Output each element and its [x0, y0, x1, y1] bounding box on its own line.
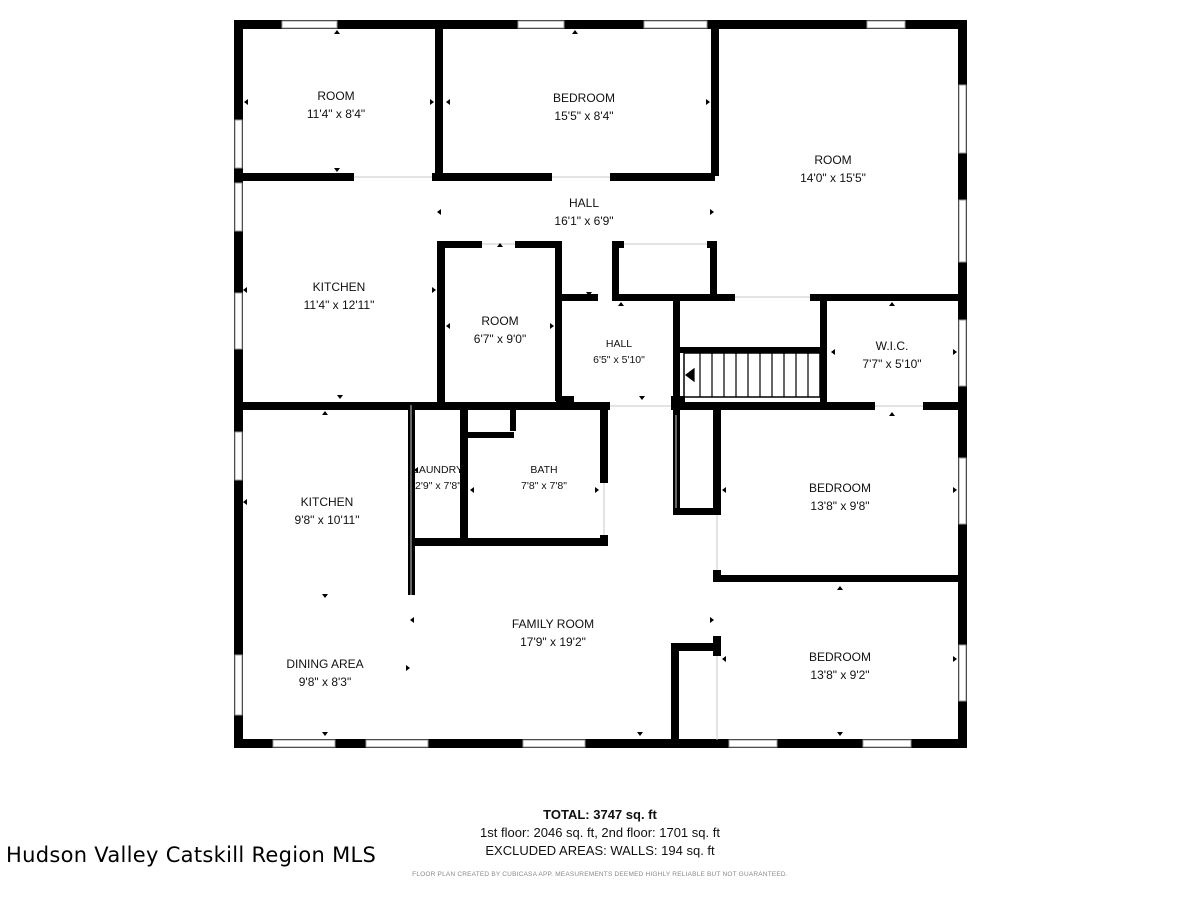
- exterior-walls: [234, 20, 967, 748]
- room-dimensions: 15'5" x 8'4": [554, 109, 614, 123]
- room-dimensions: 11'4" x 12'11": [303, 298, 375, 312]
- mls-watermark: Hudson Valley Catskill Region MLS: [6, 843, 377, 867]
- room-name: BEDROOM: [552, 91, 616, 105]
- room-dimensions: 6'5" x 5'10": [593, 354, 645, 366]
- total-area: TOTAL: 3747 sq. ft: [543, 807, 657, 822]
- room-name: HALL: [605, 338, 633, 350]
- room-name: W.I.C.: [875, 339, 909, 353]
- room-name: KITCHEN: [312, 280, 366, 294]
- room-name: ROOM: [317, 89, 355, 103]
- disclaimer-text: FLOOR PLAN CREATED BY CUBICASA APP. MEAS…: [412, 871, 788, 878]
- windows: [234, 20, 967, 748]
- room-label: BEDROOM 15'5" x 8'4": [553, 89, 615, 125]
- room-name: HALL: [568, 196, 600, 210]
- room-label: BATH 7'8" x 7'8": [521, 462, 567, 494]
- room-name: LAUNDRY: [413, 464, 463, 476]
- room-name: KITCHEN: [300, 495, 354, 509]
- room-label: FAMILY ROOM 17'9" x 19'2": [512, 615, 594, 651]
- room-label: BEDROOM 13'8" x 9'8": [809, 479, 871, 515]
- room-dimensions: 13'8" x 9'2": [810, 668, 870, 682]
- room-dimensions: 6'7" x 9'0": [473, 332, 527, 346]
- room-dimensions: 11'4" x 8'4": [306, 107, 366, 121]
- room-label: DINING AREA 9'8" x 8'3": [286, 655, 363, 691]
- room-label: ROOM 6'7" x 9'0": [474, 312, 526, 348]
- room-dimensions: 17'9" x 19'2": [520, 635, 586, 649]
- room-label: HALL 6'5" x 5'10": [593, 336, 645, 368]
- staircase: [683, 352, 821, 398]
- interior-walls: [240, 24, 965, 743]
- room-label: HALL 16'1" x 6'9": [554, 194, 613, 230]
- room-name: BEDROOM: [808, 650, 872, 664]
- room-label: LAUNDRY 2'9" x 7'8": [413, 462, 463, 494]
- room-dimensions: 14'0" x 15'5": [800, 171, 866, 185]
- room-name: BATH: [530, 464, 558, 476]
- room-dimensions: 9'8" x 10'11": [294, 513, 360, 527]
- door-openings: [354, 176, 923, 740]
- room-dimensions: 16'1" x 6'9": [554, 214, 614, 228]
- room-label: KITCHEN 9'8" x 10'11": [295, 493, 360, 529]
- room-label: KITCHEN 11'4" x 12'11": [304, 278, 375, 314]
- room-dimensions: 7'8" x 7'8": [521, 480, 567, 492]
- room-dimensions: 9'8" x 8'3": [298, 675, 352, 689]
- floor-areas: 1st floor: 2046 sq. ft, 2nd floor: 1701 …: [480, 825, 720, 840]
- room-label: W.I.C. 7'7" x 5'10": [862, 337, 921, 373]
- room-label: ROOM 14'0" x 15'5": [800, 151, 866, 187]
- room-name: FAMILY ROOM: [511, 617, 595, 631]
- room-name: BEDROOM: [808, 481, 872, 495]
- excluded-areas: EXCLUDED AREAS: WALLS: 194 sq. ft: [485, 843, 715, 858]
- room-dimensions: 2'9" x 7'8": [415, 480, 461, 492]
- area-summary: TOTAL: 3747 sq. ft 1st floor: 2046 sq. f…: [480, 806, 720, 860]
- dimension-ticks: [243, 30, 957, 736]
- room-name: ROOM: [814, 153, 852, 167]
- room-label: ROOM 11'4" x 8'4": [307, 87, 365, 123]
- room-label: BEDROOM 13'8" x 9'2": [809, 648, 871, 684]
- room-dimensions: 13'8" x 9'8": [810, 499, 870, 513]
- room-name: ROOM: [481, 314, 519, 328]
- room-dimensions: 7'7" x 5'10": [862, 357, 922, 371]
- room-name: DINING AREA: [286, 657, 364, 671]
